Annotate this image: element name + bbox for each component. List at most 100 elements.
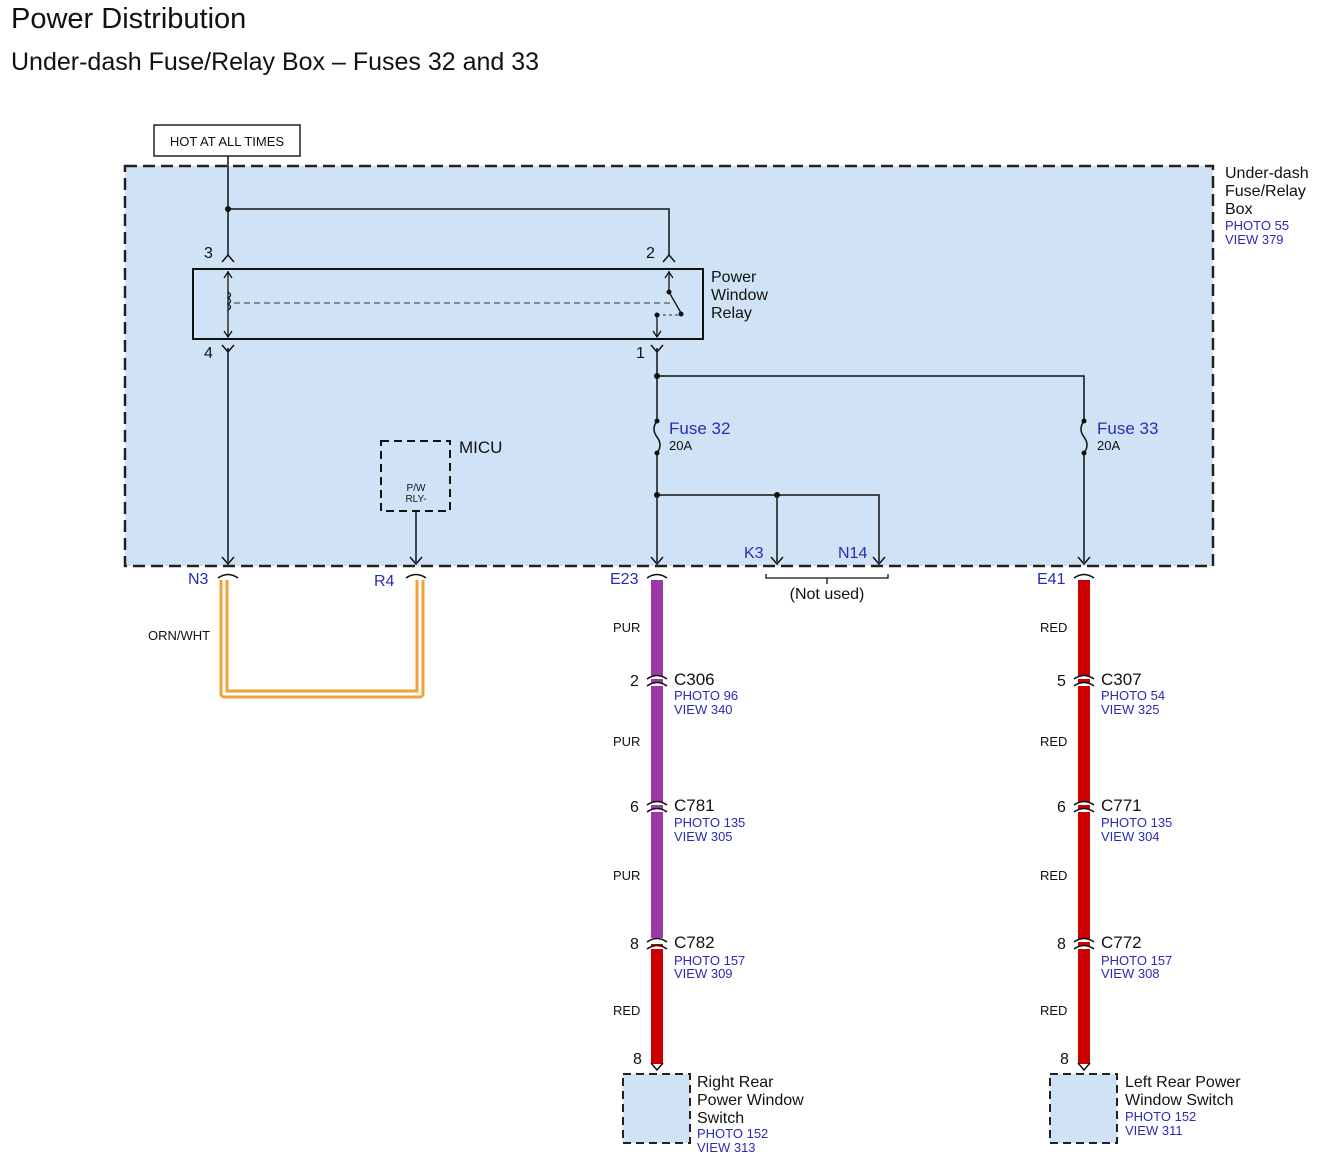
wire-color-left-2: PUR — [613, 734, 640, 749]
relay-pin-4: 4 — [204, 345, 213, 362]
connector-c306: 2 C306 PHOTO 96 VIEW 340 — [630, 670, 738, 717]
svg-text:C782: C782 — [674, 933, 715, 952]
svg-text:VIEW 308: VIEW 308 — [1101, 966, 1160, 981]
svg-text:PHOTO 55: PHOTO 55 — [1225, 218, 1289, 233]
svg-text:VIEW 304: VIEW 304 — [1101, 829, 1160, 844]
svg-text:PHOTO 152: PHOTO 152 — [1125, 1109, 1196, 1124]
svg-text:VIEW 305: VIEW 305 — [674, 829, 733, 844]
not-used-bracket — [765, 574, 889, 584]
wire-color-left-3: PUR — [613, 868, 640, 883]
wire-color-left-4: RED — [613, 1003, 640, 1018]
terminal-n14: N14 — [838, 545, 867, 562]
svg-text:Power: Power — [711, 269, 757, 286]
fuse-33-icon — [1080, 418, 1088, 456]
svg-text:C306: C306 — [674, 670, 715, 689]
svg-text:VIEW 311: VIEW 311 — [1125, 1123, 1183, 1138]
svg-text:PHOTO 135: PHOTO 135 — [674, 815, 745, 830]
svg-text:PHOTO 157: PHOTO 157 — [674, 953, 745, 968]
micu-label: MICU — [459, 438, 502, 457]
page-subtitle: Under-dash Fuse/Relay Box – Fuses 32 and… — [11, 48, 540, 76]
svg-text:Box: Box — [1225, 201, 1253, 218]
connector-c771: 6 C771 PHOTO 135 VIEW 304 — [1057, 796, 1172, 844]
fuse-33-name: Fuse 33 — [1097, 419, 1158, 438]
svg-text:VIEW 325: VIEW 325 — [1101, 702, 1160, 717]
switch-right-rear-arrow — [650, 1062, 664, 1072]
right-rear-power-window-switch: 8 Right Rear Power Window Switch PHOTO 1… — [622, 1051, 804, 1155]
fuse-32-name: Fuse 32 — [669, 419, 730, 438]
svg-text:RLY-: RLY- — [405, 494, 426, 505]
terminal-arrows — [221, 556, 1091, 566]
svg-text:6: 6 — [630, 799, 639, 816]
svg-text:8: 8 — [630, 936, 639, 953]
junction-dot — [654, 373, 660, 379]
not-used-label: (Not used) — [790, 586, 865, 603]
svg-text:C772: C772 — [1101, 933, 1142, 952]
junction-dot — [654, 492, 660, 498]
svg-text:C781: C781 — [674, 796, 715, 815]
left-rear-power-window-switch: 8 Left Rear Power Window Switch PHOTO 15… — [1049, 1051, 1241, 1144]
svg-text:VIEW 340: VIEW 340 — [674, 702, 733, 717]
svg-text:C771: C771 — [1101, 796, 1142, 815]
wire-red-segment — [651, 944, 663, 1064]
svg-text:Under-dash: Under-dash — [1225, 165, 1309, 182]
svg-text:VIEW 379: VIEW 379 — [1225, 232, 1284, 247]
page-title: Power Distribution — [11, 3, 247, 35]
power-window-relay — [192, 268, 704, 340]
svg-text:HOT AT ALL TIMES: HOT AT ALL TIMES — [170, 134, 284, 149]
wire-color-orn-wht: ORN/WHT — [148, 628, 210, 643]
svg-text:Left Rear Power: Left Rear Power — [1125, 1074, 1241, 1091]
svg-text:PHOTO 135: PHOTO 135 — [1101, 815, 1172, 830]
orn-wht-wire — [219, 580, 425, 699]
svg-text:Relay: Relay — [711, 305, 752, 322]
svg-text:C307: C307 — [1101, 670, 1142, 689]
svg-text:5: 5 — [1057, 673, 1066, 690]
wire-red-right — [1078, 580, 1090, 1064]
svg-text:2: 2 — [630, 673, 639, 690]
terminal-e41: E41 — [1037, 571, 1066, 588]
internal-wires — [227, 348, 1085, 562]
wire-color-right-1: RED — [1040, 620, 1067, 635]
switch-left-rear-arrow — [1077, 1062, 1091, 1072]
relay-label: Power Window Relay — [711, 269, 768, 322]
connector-c781: 6 C781 PHOTO 135 VIEW 305 — [630, 796, 745, 844]
relay-coil-icon — [226, 291, 232, 311]
svg-text:PHOTO 157: PHOTO 157 — [1101, 953, 1172, 968]
relay-pin-2: 2 — [646, 245, 655, 262]
wire-color-right-3: RED — [1040, 868, 1067, 883]
svg-text:8: 8 — [633, 1051, 642, 1068]
fuse-33-rating: 20A — [1097, 438, 1120, 453]
connector-c307: 5 C307 PHOTO 54 VIEW 325 — [1057, 670, 1165, 717]
svg-text:PHOTO 96: PHOTO 96 — [674, 688, 738, 703]
connector-c782: 8 C782 PHOTO 157 VIEW 309 — [630, 933, 745, 981]
terminal-n3: N3 — [188, 571, 209, 588]
junction-dot — [774, 492, 780, 498]
wire-color-right-4: RED — [1040, 1003, 1067, 1018]
fusebox-label: Under-dash Fuse/Relay Box PHOTO 55 VIEW … — [1225, 165, 1309, 247]
terminal-r4: R4 — [374, 573, 395, 590]
svg-text:Window Switch: Window Switch — [1125, 1092, 1233, 1109]
relay-pin-3: 3 — [204, 245, 213, 262]
wire-pur-segment — [651, 580, 663, 938]
svg-text:Right Rear: Right Rear — [697, 1074, 774, 1091]
terminal-k3: K3 — [744, 545, 764, 562]
fuse-32-rating: 20A — [669, 438, 692, 453]
relay-pin-1: 1 — [636, 345, 645, 362]
terminal-e23: E23 — [610, 571, 639, 588]
hot-at-all-times-label: HOT AT ALL TIMES — [153, 124, 301, 157]
svg-text:VIEW 313: VIEW 313 — [697, 1140, 756, 1155]
svg-text:Fuse/Relay: Fuse/Relay — [1225, 183, 1306, 200]
svg-text:PHOTO 54: PHOTO 54 — [1101, 688, 1165, 703]
relay-switch-icon — [668, 291, 682, 314]
svg-text:Power Window: Power Window — [697, 1092, 804, 1109]
pin-2-marker — [662, 253, 676, 263]
svg-text:8: 8 — [1057, 936, 1066, 953]
wire-color-left-1: PUR — [613, 620, 640, 635]
svg-text:P/W: P/W — [407, 483, 426, 494]
connector-c772: 8 C772 PHOTO 157 VIEW 308 — [1057, 933, 1172, 981]
junction-dot — [225, 206, 231, 212]
svg-text:PHOTO 152: PHOTO 152 — [697, 1126, 768, 1141]
svg-text:8: 8 — [1060, 1051, 1069, 1068]
svg-text:Window: Window — [711, 287, 768, 304]
fuse-32-icon — [653, 418, 661, 456]
wire-color-right-2: RED — [1040, 734, 1067, 749]
